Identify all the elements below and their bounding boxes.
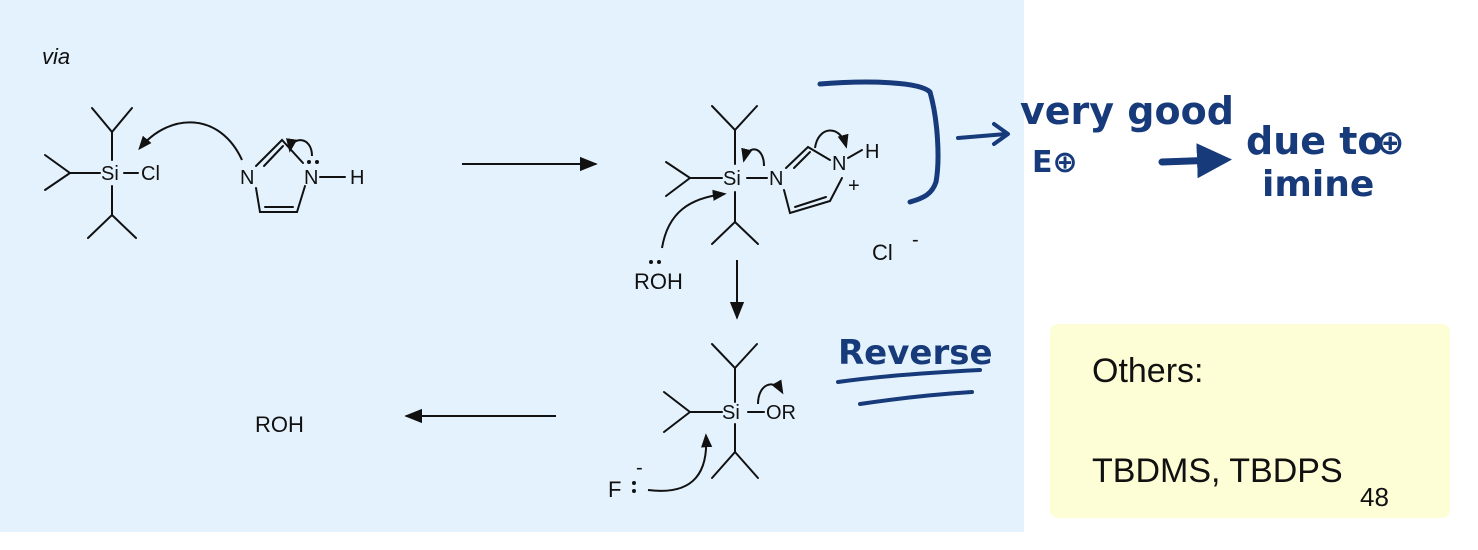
handwritten-plus-circle: ⊕ (1376, 123, 1405, 163)
handwritten-very-good: very good (1020, 89, 1234, 133)
fluoride-charge: - (636, 457, 643, 479)
slide-panel (0, 0, 1024, 532)
via-label: via (42, 44, 70, 69)
si-atom-label: Si (101, 163, 119, 185)
handwritten-imine: imine (1262, 164, 1374, 205)
curved-arrow-n-si (741, 147, 765, 167)
curved-arrow-roh-attack (661, 189, 727, 249)
handwritten-bracket (817, 79, 941, 205)
page-number: 48 (1360, 482, 1389, 512)
intermediate-n3: N (832, 153, 846, 175)
curved-arrow-imine (814, 129, 849, 149)
silyl-ether-or: OR (766, 402, 796, 424)
chloride-charge: - (912, 229, 919, 251)
roh-nucleophile: ROH (634, 260, 683, 294)
silyl-ether-si: Si (722, 402, 740, 424)
curved-arrow-fluoride-attack (647, 433, 713, 492)
others-list: TBDMS, TBDPS (1092, 452, 1343, 490)
intermediate-si: Si (723, 168, 741, 190)
handwritten-reverse: Reverse (838, 333, 993, 373)
handwritten-underline-1 (836, 368, 982, 384)
intermediate-plus: + (848, 175, 860, 197)
curved-arrow-attack-si (138, 121, 243, 161)
imidazole-h: H (350, 167, 364, 189)
cl-atom-label: Cl (141, 163, 160, 185)
product-roh: ROH (255, 412, 304, 437)
others-note-box: Others: TBDMS, TBDPS (1050, 324, 1450, 518)
imidazole-molecule: N N H (240, 138, 364, 213)
handwritten-underline-2 (858, 390, 974, 406)
intermediate-h: H (865, 141, 879, 163)
fluoride-label: F (608, 477, 621, 502)
curved-arrow-si-o (757, 379, 784, 405)
handwritten-thick-arrow (1158, 143, 1232, 179)
handwritten-arrow-right (956, 122, 1010, 146)
others-title: Others: (1092, 352, 1204, 390)
intermediate-n1: N (769, 168, 783, 190)
chloride-counterion: Cl (872, 240, 893, 265)
fluoride-ion: F - (608, 457, 643, 502)
silyl-ether-molecule: Si OR (663, 343, 796, 479)
tips-chloride-molecule: Si Cl (44, 107, 160, 239)
handwritten-e-plus: E⊕ (1032, 145, 1078, 180)
imidazole-n1: N (240, 167, 254, 189)
silyl-imidazolium-intermediate: Si N N H + (665, 105, 879, 245)
handwritten-due-to: due to (1246, 119, 1384, 163)
imidazole-n3: N (304, 167, 318, 189)
roh-nucleophile-label: ROH (634, 269, 683, 294)
curved-arrow-lone-pair (286, 138, 313, 157)
